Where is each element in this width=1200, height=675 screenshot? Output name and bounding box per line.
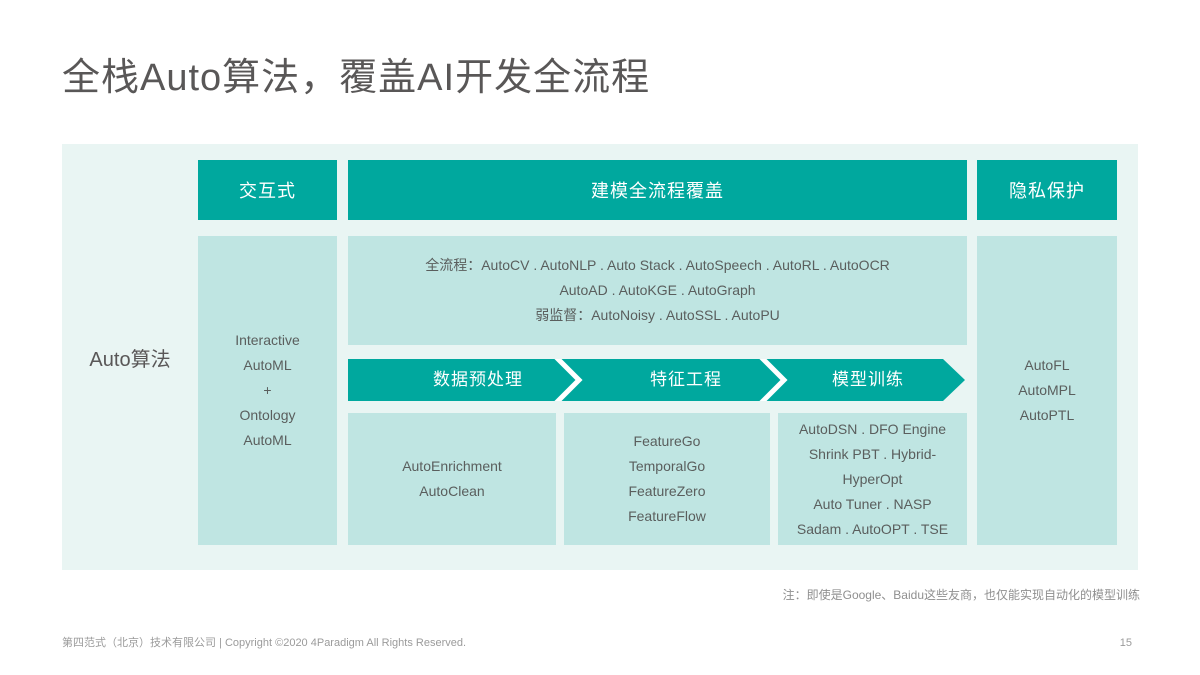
privacy-line: AutoMPL (1018, 382, 1076, 398)
feature-engineering-line: FeatureFlow (628, 508, 706, 524)
footer-copyright: 第四范式（北京）技术有限公司 | Copyright ©2020 4Paradi… (62, 637, 467, 649)
header-modeling-coverage: 建模全流程覆盖 (348, 160, 967, 220)
model-training-line: Auto Tuner . NASP (813, 495, 932, 512)
chevron-separator-icon (554, 359, 583, 401)
header-interactive: 交互式 (198, 160, 337, 220)
interactive-line: AutoML (243, 432, 292, 448)
model-training-line: AutoDSN . DFO Engine (798, 420, 947, 437)
arrow-band-graphic (348, 359, 965, 401)
interactive-line: + (263, 382, 272, 398)
page-title: 全栈Auto算法，覆盖AI开发全流程 (62, 57, 651, 99)
model-training-box: AutoDSN . DFO Engine Shrink PBT . Hybrid… (778, 413, 967, 545)
stage-data-preprocessing: 数据预处理 (433, 370, 523, 389)
data-preprocessing-line: AutoEnrichment (402, 458, 502, 474)
page-number: 15 (1119, 637, 1132, 649)
feature-engineering-line: FeatureGo (633, 433, 701, 449)
privacy-line: AutoFL (1024, 357, 1070, 373)
chevron-separator-icon (759, 359, 788, 401)
data-preprocessing-line: AutoClean (419, 483, 485, 499)
full-process-line: 弱监督：AutoNoisy . AutoSSL . AutoPU (535, 307, 780, 323)
interactive-line: Interactive (235, 332, 300, 348)
interactive-line: Ontology (239, 407, 296, 423)
feature-engineering-line: TemporalGo (628, 458, 706, 474)
privacy-protection-box: AutoFL AutoMPL AutoPTL (977, 236, 1117, 545)
interactive-automl-box: Interactive AutoML + Ontology AutoML (198, 236, 337, 545)
pipeline-arrow-band: 数据预处理 特征工程 模型训练 (348, 359, 967, 401)
model-training-line: HyperOpt (842, 470, 903, 487)
footnote: 注：即使是Google、Baidu这些友商，也仅能实现自动化的模型训练 (782, 588, 1140, 602)
row-label-auto-algorithms: Auto算法 (89, 348, 171, 371)
feature-engineering-line: FeatureZero (628, 483, 706, 499)
full-process-line: AutoAD . AutoKGE . AutoGraph (559, 282, 756, 298)
data-preprocessing-box: AutoEnrichment AutoClean (348, 413, 556, 545)
auto-algorithms-panel: Auto算法 交互式 建模全流程覆盖 隐私保护 Interactive Auto… (62, 144, 1138, 570)
full-process-line: 全流程：AutoCV . AutoNLP . Auto Stack . Auto… (425, 257, 890, 273)
feature-engineering-box: FeatureGo TemporalGo FeatureZero Feature… (564, 413, 770, 545)
full-process-box: 全流程：AutoCV . AutoNLP . Auto Stack . Auto… (348, 236, 967, 345)
interactive-line: AutoML (243, 357, 292, 373)
stage-feature-engineering: 特征工程 (650, 370, 722, 389)
arrow-band-shape (348, 359, 965, 401)
stage-model-training: 模型训练 (832, 370, 904, 389)
header-privacy-protection: 隐私保护 (977, 160, 1117, 220)
model-training-line: Shrink PBT . Hybrid- (808, 445, 937, 462)
model-training-line: Sadam . AutoOPT . TSE (796, 520, 949, 537)
privacy-line: AutoPTL (1019, 407, 1075, 423)
